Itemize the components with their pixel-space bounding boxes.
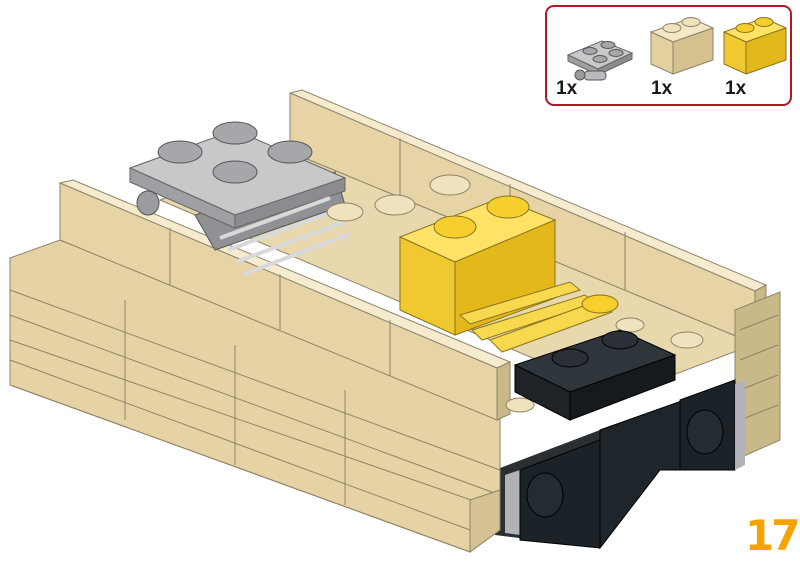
yellow-1x2-brick-icon xyxy=(722,17,788,75)
parts-callout: 1x 1x 1x xyxy=(545,5,792,106)
tan-1x2-brick-icon xyxy=(649,17,715,75)
front-wall xyxy=(58,179,512,421)
step-number: 17 xyxy=(745,511,800,560)
front-base-plates xyxy=(9,239,501,553)
part-quantity-tan-brick: 1x xyxy=(651,78,673,99)
part-quantity-yellow-brick: 1x xyxy=(725,78,747,99)
tan-brick xyxy=(326,174,471,222)
yellow-brick xyxy=(398,195,619,353)
right-side-wall xyxy=(734,291,781,461)
black-brick xyxy=(513,329,677,421)
gray-2x2-plate-with-wheels-icon xyxy=(566,40,634,81)
part-quantity-gray-plate: 1x xyxy=(556,78,578,99)
gray-plate-with-wheels xyxy=(128,121,351,276)
black-base-bricks xyxy=(495,379,745,550)
